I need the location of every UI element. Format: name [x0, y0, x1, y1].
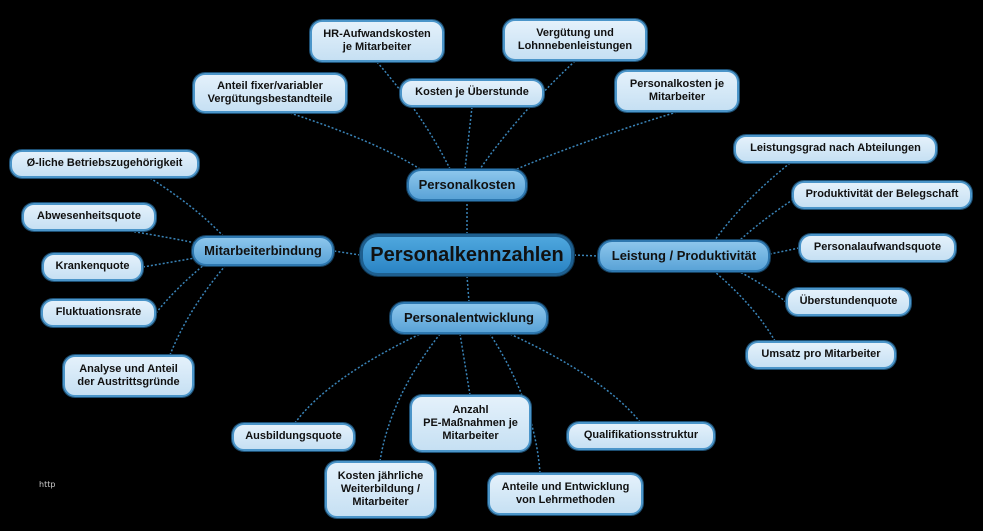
connector-line — [739, 194, 801, 241]
connector-line — [142, 257, 196, 268]
leaf-anteil-fixer-variabler: Anteil fixer/variabler Vergütungsbestand… — [193, 73, 347, 113]
connector-line — [459, 333, 471, 396]
leaf-lehrmethoden: Anteile und Entwicklung von Lehrmethoden — [488, 473, 643, 515]
leaf-pe-massnahmen: Anzahl PE-Maßnahmen je Mitarbeiter — [410, 395, 531, 452]
leaf-ausbildungsquote: Ausbildungsquote — [232, 423, 355, 451]
connector-line — [376, 61, 451, 170]
leaf-qualifikationsstruktur: Qualifikationsstruktur — [567, 422, 715, 450]
connector-line — [464, 106, 473, 170]
leaf-umsatz-pro-mitarbeiter: Umsatz pro Mitarbeiter — [746, 341, 896, 369]
leaf-krankenquote: Krankenquote — [42, 253, 143, 281]
leaf-fluktuationsrate: Fluktuationsrate — [41, 299, 156, 327]
leaf-ueberstundenquote: Überstundenquote — [786, 288, 911, 316]
connector-line — [489, 333, 541, 474]
leaf-kosten-je-ueberstunde: Kosten je Überstunde — [400, 79, 544, 107]
connector-line — [714, 162, 791, 241]
leaf-personalkosten-je-mitarbeiter: Personalkosten je Mitarbeiter — [615, 70, 739, 112]
connector-line — [573, 254, 599, 257]
leaf-abwesenheitsquote: Abwesenheitsquote — [22, 203, 156, 231]
connector-line — [509, 111, 678, 173]
leaf-leistungsgrad: Leistungsgrad nach Abteilungen — [734, 135, 937, 163]
leaf-verguetung: Vergütung und Lohnnebenleistungen — [503, 19, 647, 61]
connector-line — [294, 333, 421, 424]
connector-line — [379, 333, 441, 462]
leaf-personalaufwandsquote: Personalaufwandsquote — [799, 234, 956, 262]
connector-line — [169, 265, 226, 356]
leaf-hr-aufwandskosten: HR-Aufwandskosten je Mitarbeiter — [310, 20, 444, 62]
branch-mitarbeiterbindung: Mitarbeiterbindung — [192, 236, 334, 266]
branch-personalkosten: Personalkosten — [407, 169, 527, 201]
connector-line — [479, 60, 576, 170]
footer-text: http — [39, 480, 56, 489]
leaf-weiterbildung: Kosten jährliche Weiterbildung / Mitarbe… — [325, 461, 436, 518]
connector-line — [289, 112, 421, 170]
root-node: Personalkennzahlen — [360, 234, 574, 276]
connector-line — [714, 271, 776, 342]
connector-line — [466, 275, 470, 303]
connector-line — [333, 250, 361, 256]
connector-line — [155, 263, 206, 314]
connector-line — [739, 271, 787, 303]
connector-line — [149, 177, 226, 239]
branch-personalentwicklung: Personalentwicklung — [390, 302, 548, 334]
leaf-austrittsgruende: Analyse und Anteil der Austrittsgründe — [63, 355, 194, 397]
branch-leistung: Leistung / Produktivität — [598, 240, 770, 272]
connector-line — [769, 247, 800, 255]
connector-line — [509, 333, 641, 423]
leaf-produktivitaet: Produktivität der Belegschaft — [792, 181, 972, 209]
leaf-betriebszugehoerigkeit: Ø-liche Betriebszugehörigkeit — [10, 150, 199, 178]
